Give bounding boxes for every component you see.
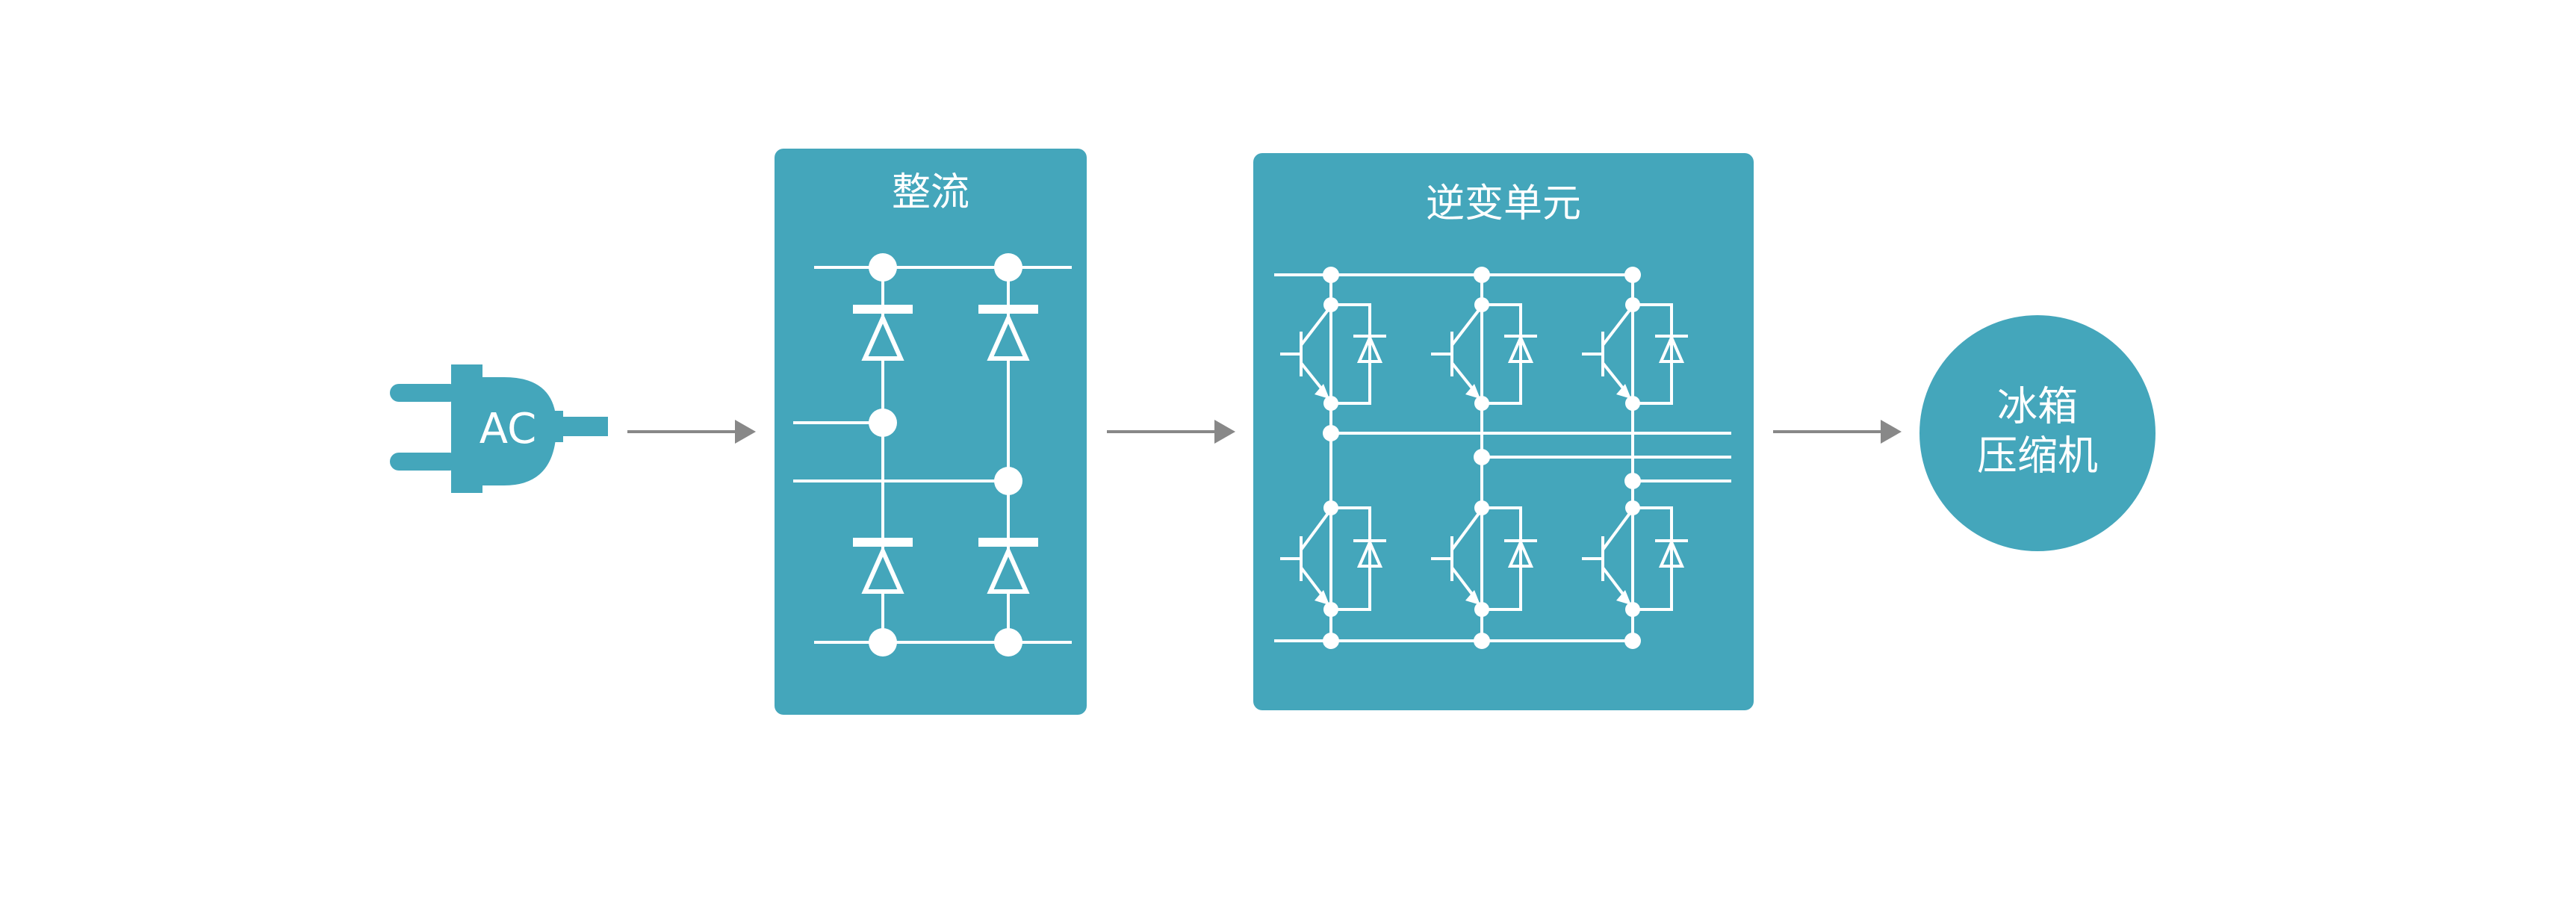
igbt-array [1280, 297, 1688, 617]
inverter-title: 逆变单元 [1426, 181, 1581, 226]
igbt-terminal-dots [1474, 500, 1489, 617]
igbt-emitter-arrow [1465, 384, 1480, 399]
igbt-emitter-arrow [1315, 590, 1329, 605]
output-label-line1: 冰箱 [1997, 383, 2078, 430]
arrow-head-1 [735, 420, 756, 444]
igbt-terminal-dots [1474, 297, 1489, 411]
igbt-terminal-dots [1625, 500, 1640, 617]
rectifier-block: 整流 [775, 149, 1087, 715]
ac-label: AC [479, 405, 536, 453]
ac-plug-icon [390, 364, 608, 493]
rectifier-diode [978, 538, 1038, 594]
compressor-node: 冰箱 压缩机 [1919, 315, 2156, 551]
junction-dots [869, 253, 1022, 657]
igbt-cell [1280, 303, 1386, 405]
igbt-cell [1431, 303, 1537, 405]
rectifier-title: 整流 [892, 170, 969, 215]
igbt-terminal-dots [1625, 297, 1640, 411]
arrow-head-2 [1214, 420, 1235, 444]
junction-dots [1323, 267, 1641, 649]
igbt-emitter-arrow [1616, 384, 1631, 399]
igbt-terminal-dots [1323, 500, 1338, 617]
rectifier-diode [853, 305, 913, 361]
inverter-block: 逆变单元 [1253, 153, 1754, 710]
igbt-emitter-arrow [1616, 590, 1631, 605]
rectifier-diode [978, 305, 1038, 361]
igbt-emitter-arrow [1315, 384, 1329, 399]
igbt-cell [1582, 303, 1688, 405]
igbt-emitter-arrow [1465, 590, 1480, 605]
igbt-cell [1280, 506, 1386, 611]
igbt-terminal-dots [1323, 297, 1338, 411]
output-label-line2: 压缩机 [1977, 432, 2098, 479]
arrow-head-3 [1881, 420, 1902, 444]
rectifier-diode [853, 538, 913, 594]
